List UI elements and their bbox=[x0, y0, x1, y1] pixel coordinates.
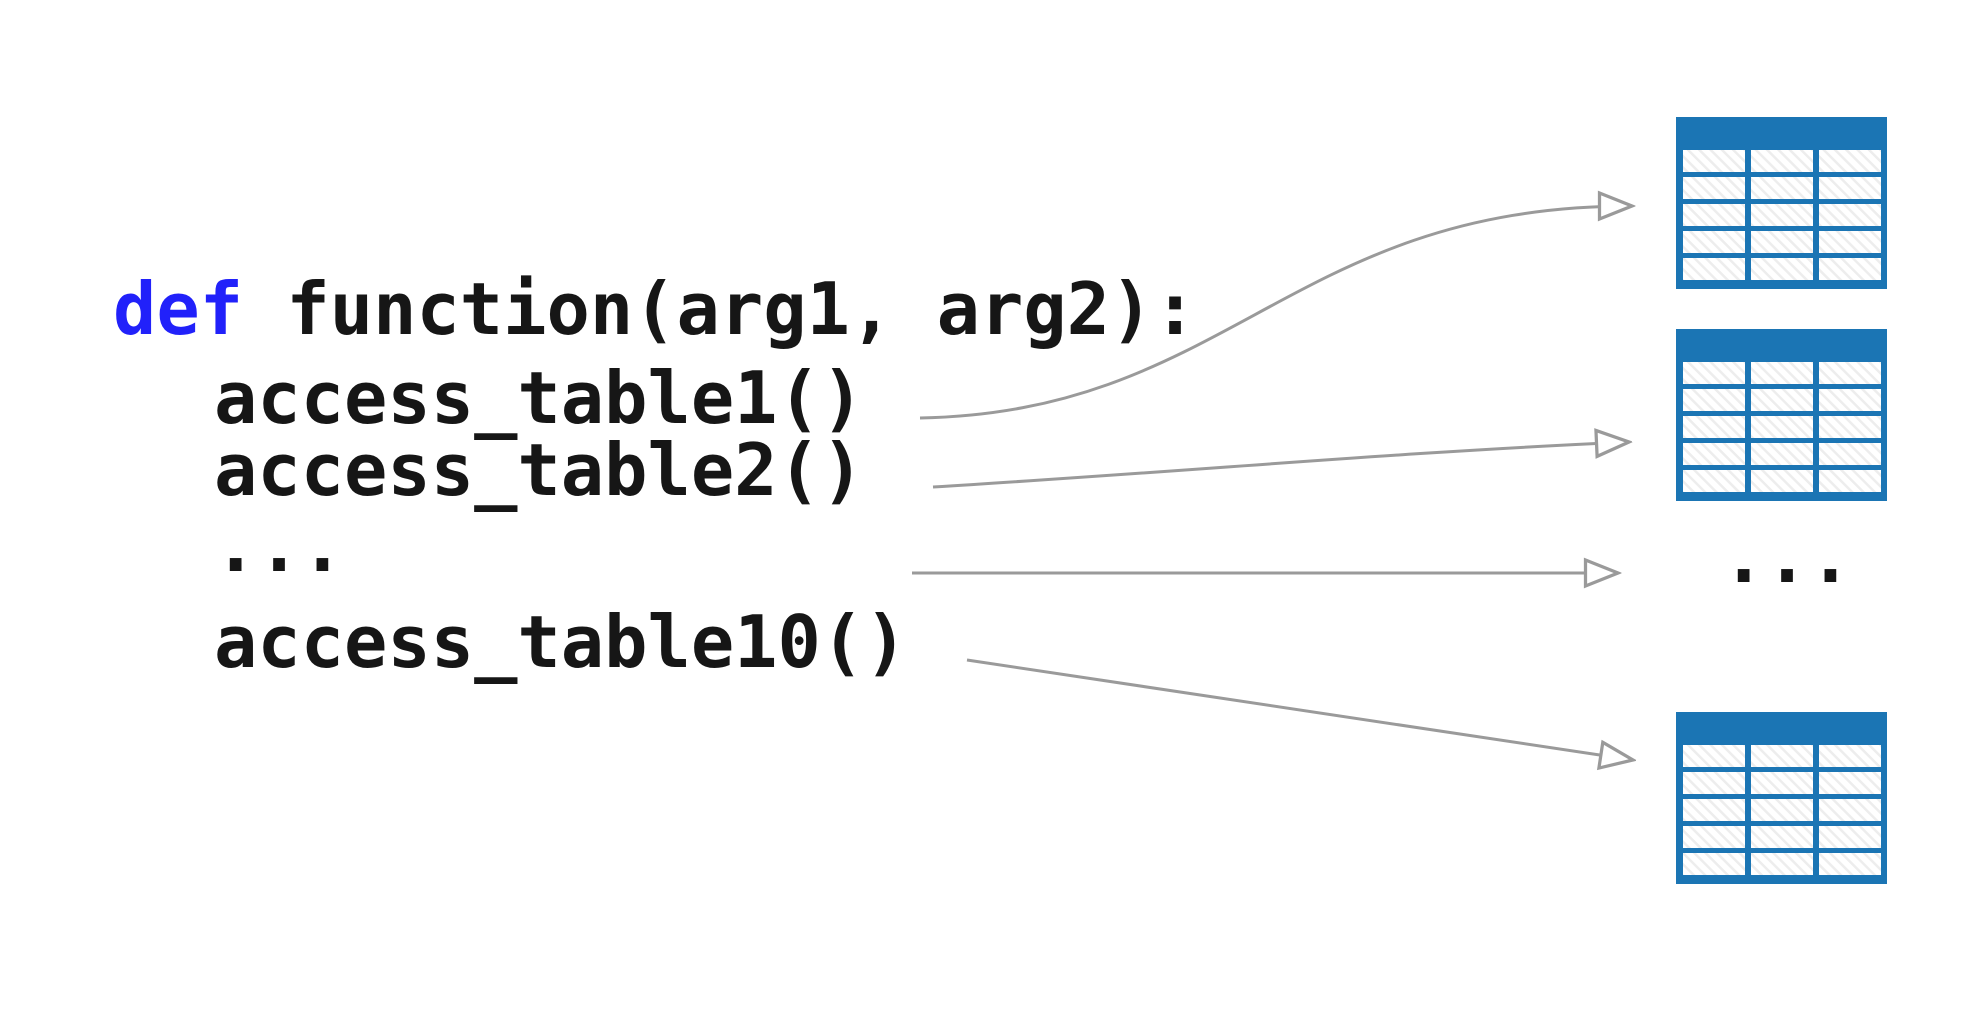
code-line-access-table2: access_table2() bbox=[214, 428, 865, 512]
code-line-access-table1: access_table1() bbox=[214, 356, 865, 440]
tables-ellipsis: ... bbox=[1722, 515, 1853, 599]
arrow-4 bbox=[966, 658, 1633, 760]
function-signature: function(arg1, arg2): bbox=[243, 267, 1197, 351]
table-icon-3 bbox=[1676, 712, 1887, 884]
keyword-def: def bbox=[113, 267, 244, 351]
code-line-ellipsis: ... bbox=[214, 504, 345, 588]
table-icon-1 bbox=[1676, 117, 1887, 289]
code-line-def: def function(arg1, arg2): bbox=[113, 267, 1197, 352]
code-line-access-table10: access_table10() bbox=[214, 600, 908, 684]
table-icon-2 bbox=[1676, 329, 1887, 501]
arrow-2 bbox=[932, 442, 1629, 489]
